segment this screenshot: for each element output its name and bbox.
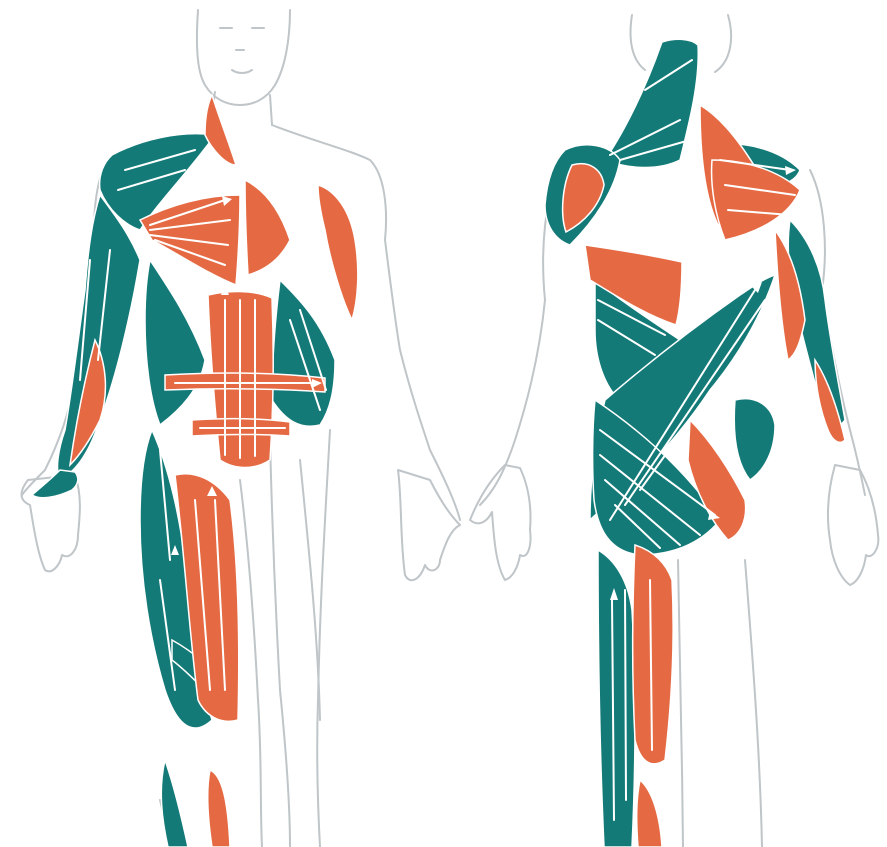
front-left-shin — [161, 760, 188, 847]
front-right-hand — [398, 470, 460, 580]
front-right-biceps — [318, 185, 358, 320]
front-left-arm — [58, 195, 140, 480]
front-left-shin-orange — [208, 770, 230, 847]
front-figure — [22, 10, 461, 847]
back-hamstring-left — [633, 545, 673, 764]
back-right-gluteus-small — [734, 399, 775, 480]
back-trapezius-upper — [605, 39, 698, 167]
back-left-hand — [470, 465, 531, 580]
front-right-pectoral — [245, 180, 290, 275]
front-head-outline — [197, 10, 290, 105]
front-obliques-right — [272, 280, 335, 426]
front-obliques-left — [145, 260, 205, 425]
back-right-hand — [828, 465, 878, 585]
back-left-leg-teal — [598, 550, 635, 847]
front-left-forearm-band — [32, 470, 78, 498]
back-figure — [470, 15, 878, 847]
front-neck-scm — [205, 95, 236, 165]
back-calf-left — [637, 780, 662, 847]
front-face-eyes — [220, 28, 264, 73]
front-right-leg — [240, 460, 320, 847]
